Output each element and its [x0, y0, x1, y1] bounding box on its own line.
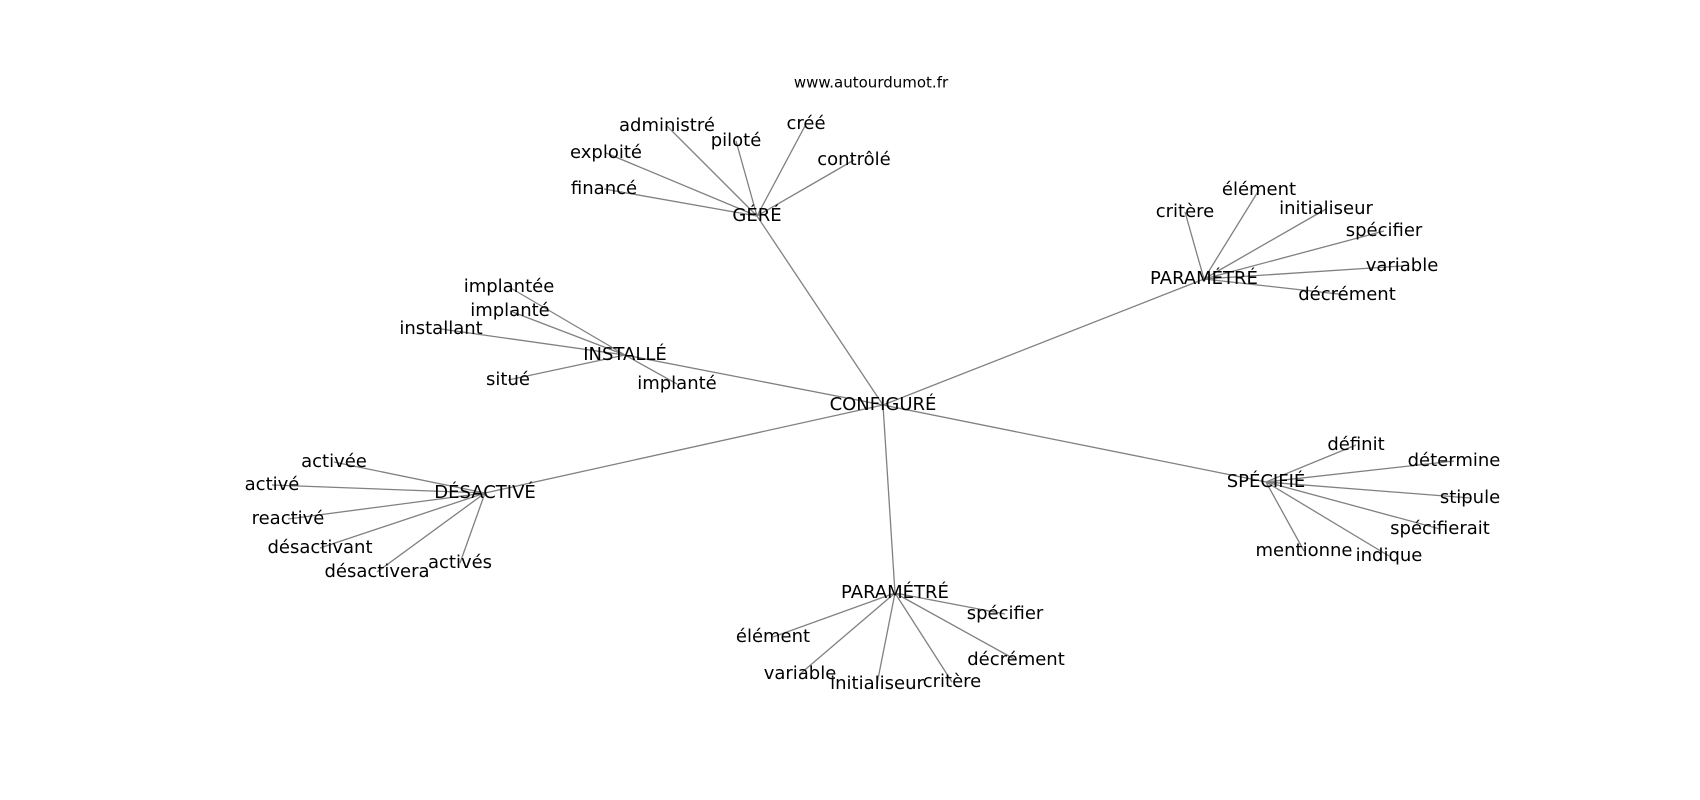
leaf-node-stipule-4-2[interactable]: stipule: [1440, 487, 1500, 508]
edge-root-gere-0: [756, 215, 884, 406]
leaf-node-implante-2-1[interactable]: implanté: [470, 300, 550, 321]
edge-specifie-mentionne-4-5: [1265, 481, 1305, 552]
edge-gere-cree-0-4: [756, 123, 807, 217]
edge-parametre-specifier-1-3: [1203, 230, 1385, 280]
edge-gere-finance-0-0: [603, 188, 758, 217]
edge-parametre-decrement-1-5: [1203, 278, 1348, 296]
leaf-node-decrement-5-4[interactable]: décrément: [967, 649, 1065, 670]
leaf-node-situe-2-3[interactable]: situé: [486, 369, 530, 390]
leaf-node-implante-2-4[interactable]: implanté: [637, 373, 717, 394]
edge-root-parametre-1: [882, 278, 1205, 406]
leaf-node-initialiseur-5-2[interactable]: initialiseur: [830, 673, 924, 694]
leaf-node-cree-0-4[interactable]: créé: [786, 113, 825, 134]
edge-specifie-determine-4-1: [1265, 460, 1455, 483]
edge-installe-installant-2-2: [440, 328, 626, 356]
graph-edges: [271, 123, 1471, 685]
edge-gere-pilote-0-3: [735, 140, 758, 217]
edge-parametre-variable-5-1: [799, 592, 896, 675]
leaf-node-installant-2-2[interactable]: installant: [399, 318, 482, 339]
edge-desactive-desactivant-3-3: [319, 492, 486, 549]
edge-root-desactive-3: [484, 404, 884, 494]
leaf-node-initialiseur-1-2[interactable]: initialiseur: [1279, 198, 1373, 219]
edge-parametre-specifier-5-5: [894, 592, 1006, 615]
edge-parametre-decrement-5-4: [894, 592, 1017, 661]
edge-desactive-active-3-1: [271, 484, 486, 494]
edge-specifie-specifierait-4-3: [1265, 481, 1441, 530]
edge-parametre-element-5-0: [772, 592, 896, 638]
site-url: www.autourdumot.fr: [794, 74, 949, 92]
hub-node-parametre-5[interactable]: PARAMÉTRÉ: [841, 581, 949, 603]
hub-node-parametre-1[interactable]: PARAMÉTRÉ: [1150, 267, 1258, 289]
leaf-node-decrement-1-5[interactable]: décrément: [1298, 284, 1396, 305]
leaf-node-pilote-0-3[interactable]: piloté: [711, 130, 762, 151]
leaf-node-activee-3-0[interactable]: activée: [301, 451, 367, 472]
edge-gere-exploite-0-1: [605, 152, 758, 217]
leaf-node-mentionne-4-5[interactable]: mentionne: [1256, 540, 1353, 561]
leaf-node-exploite-0-1[interactable]: exploité: [570, 142, 642, 163]
leaf-node-variable-5-1[interactable]: variable: [764, 663, 837, 684]
edge-parametre-critere-5-3: [894, 592, 953, 683]
leaf-node-specifier-1-3[interactable]: spécifier: [1346, 220, 1423, 241]
edge-gere-controle-0-5: [756, 159, 855, 217]
edge-specifie-indique-4-4: [1265, 481, 1390, 557]
leaf-node-controle-0-5[interactable]: contrôlé: [817, 149, 890, 170]
edge-parametre-initialiseur-1-2: [1203, 208, 1327, 280]
leaf-node-specifier-5-5[interactable]: spécifier: [967, 603, 1044, 624]
edge-parametre-initialiseur-5-2: [876, 592, 896, 685]
leaf-node-implantee-2-0[interactable]: implantée: [464, 276, 555, 297]
edge-desactive-desactivera-3-4: [376, 492, 486, 573]
edge-root-specifie-4: [882, 404, 1267, 483]
leaf-node-indique-4-4[interactable]: indique: [1356, 545, 1423, 566]
leaf-node-active-3-1[interactable]: activé: [245, 474, 300, 495]
edge-root-parametre-5: [882, 404, 896, 594]
hub-node-desactive-3[interactable]: DÉSACTIVÉ: [434, 481, 536, 503]
leaf-node-desactivera-3-4[interactable]: désactivera: [324, 561, 429, 582]
edge-parametre-variable-1-4: [1203, 265, 1403, 280]
edge-installe-implante-2-1: [509, 310, 626, 356]
leaf-node-finance-0-0[interactable]: financé: [571, 178, 637, 199]
edge-parametre-critere-1-0: [1184, 211, 1205, 280]
leaf-node-critere-1-0[interactable]: critère: [1156, 201, 1215, 222]
leaf-node-variable-1-4[interactable]: variable: [1366, 255, 1439, 276]
leaf-node-specifierait-4-3[interactable]: spécifierait: [1390, 518, 1490, 539]
leaf-node-desactivant-3-3[interactable]: désactivant: [267, 537, 372, 558]
leaf-node-definit-4-0[interactable]: définit: [1327, 434, 1384, 455]
root-node-configure[interactable]: CONFIGURÉ: [830, 393, 937, 415]
edge-gere-administre-0-2: [666, 125, 758, 217]
graph-labels: CONFIGURÉ GÉRÉ financé exploité administrépi…: [245, 113, 1501, 694]
leaf-node-element-5-0[interactable]: élément: [736, 626, 810, 647]
edge-desactive-activee-3-0: [333, 461, 486, 494]
edge-desactive-actives-3-5: [459, 492, 486, 564]
hub-node-specifie-4[interactable]: SPÉCIFIÉ: [1227, 470, 1306, 492]
hub-node-installe-2[interactable]: INSTALLÉ: [583, 343, 667, 365]
edge-specifie-definit-4-0: [1265, 444, 1357, 483]
edge-specifie-stipule-4-2: [1265, 481, 1471, 499]
leaf-node-determine-4-1[interactable]: détermine: [1408, 450, 1501, 471]
edge-installe-situe-2-3: [507, 354, 626, 381]
leaf-node-reactive-3-2[interactable]: reactivé: [252, 508, 325, 529]
edge-installe-implante-2-4: [624, 354, 678, 385]
edge-parametre-element-1-1: [1203, 189, 1260, 280]
edge-installe-implantee-2-0: [508, 286, 626, 356]
leaf-node-administre-0-2[interactable]: administré: [619, 115, 715, 136]
edge-desactive-reactive-3-2: [287, 492, 486, 520]
edge-root-installe-2: [624, 354, 884, 406]
leaf-node-actives-3-5[interactable]: activés: [428, 552, 492, 573]
leaf-node-critere-5-3[interactable]: critère: [923, 671, 982, 692]
leaf-node-element-1-1[interactable]: élément: [1222, 179, 1296, 200]
hub-node-gere-0[interactable]: GÉRÉ: [732, 204, 781, 226]
